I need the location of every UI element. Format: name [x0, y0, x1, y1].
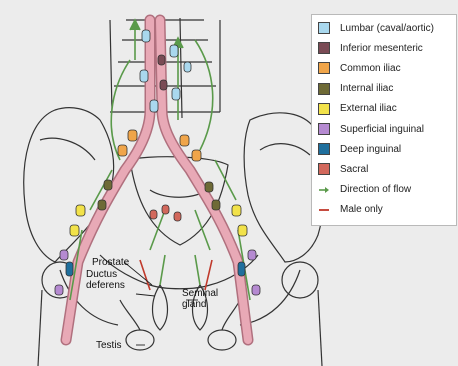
- legend-item: Deep inguinal: [318, 142, 401, 156]
- legend-swatch: [318, 83, 330, 95]
- label-ductus-deferens: Ductus deferens: [86, 269, 125, 291]
- legend-swatch: [318, 22, 330, 34]
- legend-label: Common iliac: [340, 63, 401, 74]
- legend-item: Superficial inguinal: [318, 122, 424, 136]
- legend-item: Direction of flow: [318, 183, 411, 197]
- label-testis: Testis: [96, 340, 122, 351]
- label-prostate: Prostate: [92, 257, 129, 268]
- label-seminal-gland: Seminal gland: [182, 288, 218, 310]
- legend-item: Common iliac: [318, 61, 401, 75]
- legend: Lumbar (caval/aortic) Inferior mesenteric…: [311, 14, 457, 226]
- legend-item: Lumbar (caval/aortic): [318, 21, 434, 35]
- legend-swatch: [318, 123, 330, 135]
- legend-label: Direction of flow: [340, 184, 411, 195]
- legend-swatch: [318, 143, 330, 155]
- legend-label: Inferior mesenteric: [340, 43, 423, 54]
- legend-label: Deep inguinal: [340, 144, 401, 155]
- vessels: [66, 20, 248, 340]
- legend-item: Internal iliac: [318, 82, 393, 96]
- legend-swatch: [318, 103, 330, 115]
- legend-label: Lumbar (caval/aortic): [340, 23, 434, 34]
- legend-swatch: [318, 42, 330, 54]
- legend-label: Sacral: [340, 164, 368, 175]
- legend-label: Internal iliac: [340, 83, 393, 94]
- line-icon: [318, 204, 330, 216]
- legend-item: Male only: [318, 203, 383, 217]
- legend-label: External iliac: [340, 103, 397, 114]
- legend-swatch: [318, 163, 330, 175]
- legend-label: Superficial inguinal: [340, 124, 424, 135]
- legend-item: Sacral: [318, 162, 368, 176]
- legend-swatch: [318, 62, 330, 74]
- legend-label: Male only: [340, 204, 383, 215]
- legend-item: External iliac: [318, 102, 397, 116]
- legend-item: Inferior mesenteric: [318, 41, 423, 55]
- arrow-icon: [318, 184, 330, 196]
